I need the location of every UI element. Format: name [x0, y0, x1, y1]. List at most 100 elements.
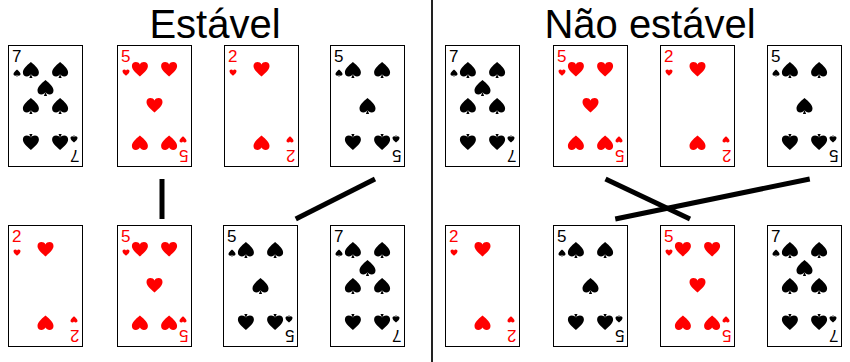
suit-pip: [52, 62, 68, 78]
card-rank: 5: [392, 147, 401, 164]
suit-pip: [161, 242, 177, 256]
suit-pip: [254, 62, 270, 76]
playing-card: 55: [553, 225, 628, 347]
corner-suit: [393, 136, 400, 143]
corner-suit: [451, 70, 458, 77]
corner-suit: [616, 136, 623, 142]
corner-suit: [14, 70, 21, 77]
playing-card: 77: [767, 225, 842, 347]
corner-suit: [773, 250, 780, 257]
suit-pip: [147, 98, 163, 112]
suit-pip: [345, 314, 361, 330]
suit-pip: [704, 242, 720, 256]
suit-pip: [460, 98, 476, 114]
card-rank: 2: [228, 48, 237, 65]
corner-suit: [286, 316, 293, 323]
suit-pip: [597, 136, 613, 150]
corner-suit: [723, 136, 730, 142]
suit-pip: [568, 242, 584, 258]
card-rank: 2: [507, 327, 516, 344]
playing-card: 22: [445, 225, 520, 347]
suit-pip: [475, 80, 491, 96]
suit-pip: [782, 134, 798, 150]
suit-pip: [38, 80, 54, 96]
suit-pip: [460, 62, 476, 78]
card-rank: 2: [664, 48, 673, 65]
suit-pip: [238, 242, 254, 258]
match-line: [615, 179, 810, 219]
card-rank: 7: [771, 228, 780, 245]
suit-pip: [811, 314, 827, 330]
suit-pip: [568, 62, 584, 76]
corner-suit: [180, 136, 187, 142]
card-rank: 7: [12, 48, 21, 65]
suit-pip: [460, 134, 476, 150]
card-rank: 2: [12, 228, 21, 245]
suit-pip: [161, 136, 177, 150]
corner-suit: [773, 70, 780, 77]
suit-pip: [583, 278, 599, 294]
card-rank: 5: [771, 48, 780, 65]
match-line: [160, 179, 165, 219]
playing-card: 22: [8, 225, 83, 347]
suit-pip: [374, 278, 390, 294]
corner-suit: [230, 70, 237, 76]
suit-pip: [374, 242, 390, 258]
suit-pip: [132, 316, 148, 330]
suit-pip: [147, 278, 163, 292]
suit-pip: [811, 242, 827, 258]
suit-pip: [597, 62, 613, 76]
suit-pip: [267, 242, 283, 258]
panel-divider: [431, 0, 433, 362]
card-rank: 5: [121, 228, 130, 245]
suit-pip: [52, 134, 68, 150]
corner-suit: [559, 250, 566, 257]
card-rank: 5: [615, 327, 624, 344]
card-rank: 7: [334, 228, 343, 245]
playing-card: 55: [660, 225, 735, 347]
corner-suit: [508, 316, 515, 322]
suit-pip: [489, 134, 505, 150]
corner-suit: [123, 250, 130, 256]
corner-suit: [723, 316, 730, 322]
corner-suit: [123, 70, 130, 76]
corner-suit: [666, 70, 673, 76]
suit-pip: [132, 242, 148, 256]
suit-pip: [161, 62, 177, 76]
playing-card: 77: [445, 45, 520, 167]
corner-suit: [71, 316, 78, 322]
suit-pip: [374, 134, 390, 150]
corner-suit: [616, 316, 623, 323]
card-rank: 2: [70, 327, 79, 344]
suit-pip: [132, 62, 148, 76]
panel-title: Não estável: [544, 4, 755, 44]
card-rank: 5: [557, 48, 566, 65]
corner-suit: [508, 136, 515, 143]
suit-pip: [675, 316, 691, 330]
playing-card: 55: [117, 45, 192, 167]
card-rank: 5: [664, 228, 673, 245]
suit-pip: [52, 98, 68, 114]
suit-pip: [568, 136, 584, 150]
playing-card: 55: [553, 45, 628, 167]
corner-suit: [287, 136, 294, 142]
suit-pip: [704, 316, 720, 330]
card-rank: 5: [829, 147, 838, 164]
suit-pip: [23, 134, 39, 150]
suit-pip: [597, 242, 613, 258]
card-rank: 7: [449, 48, 458, 65]
corner-suit: [336, 250, 343, 257]
suit-pip: [38, 316, 54, 330]
card-rank: 7: [392, 327, 401, 344]
corner-suit: [180, 316, 187, 322]
suit-pip: [267, 314, 283, 330]
corner-suit: [336, 70, 343, 77]
playing-card: 22: [224, 45, 299, 167]
suit-pip: [690, 62, 706, 76]
suit-pip: [690, 278, 706, 292]
suit-pip: [782, 314, 798, 330]
playing-card: 55: [330, 45, 405, 167]
suit-pip: [782, 62, 798, 78]
card-rank: 5: [227, 228, 236, 245]
corner-suit: [71, 136, 78, 143]
